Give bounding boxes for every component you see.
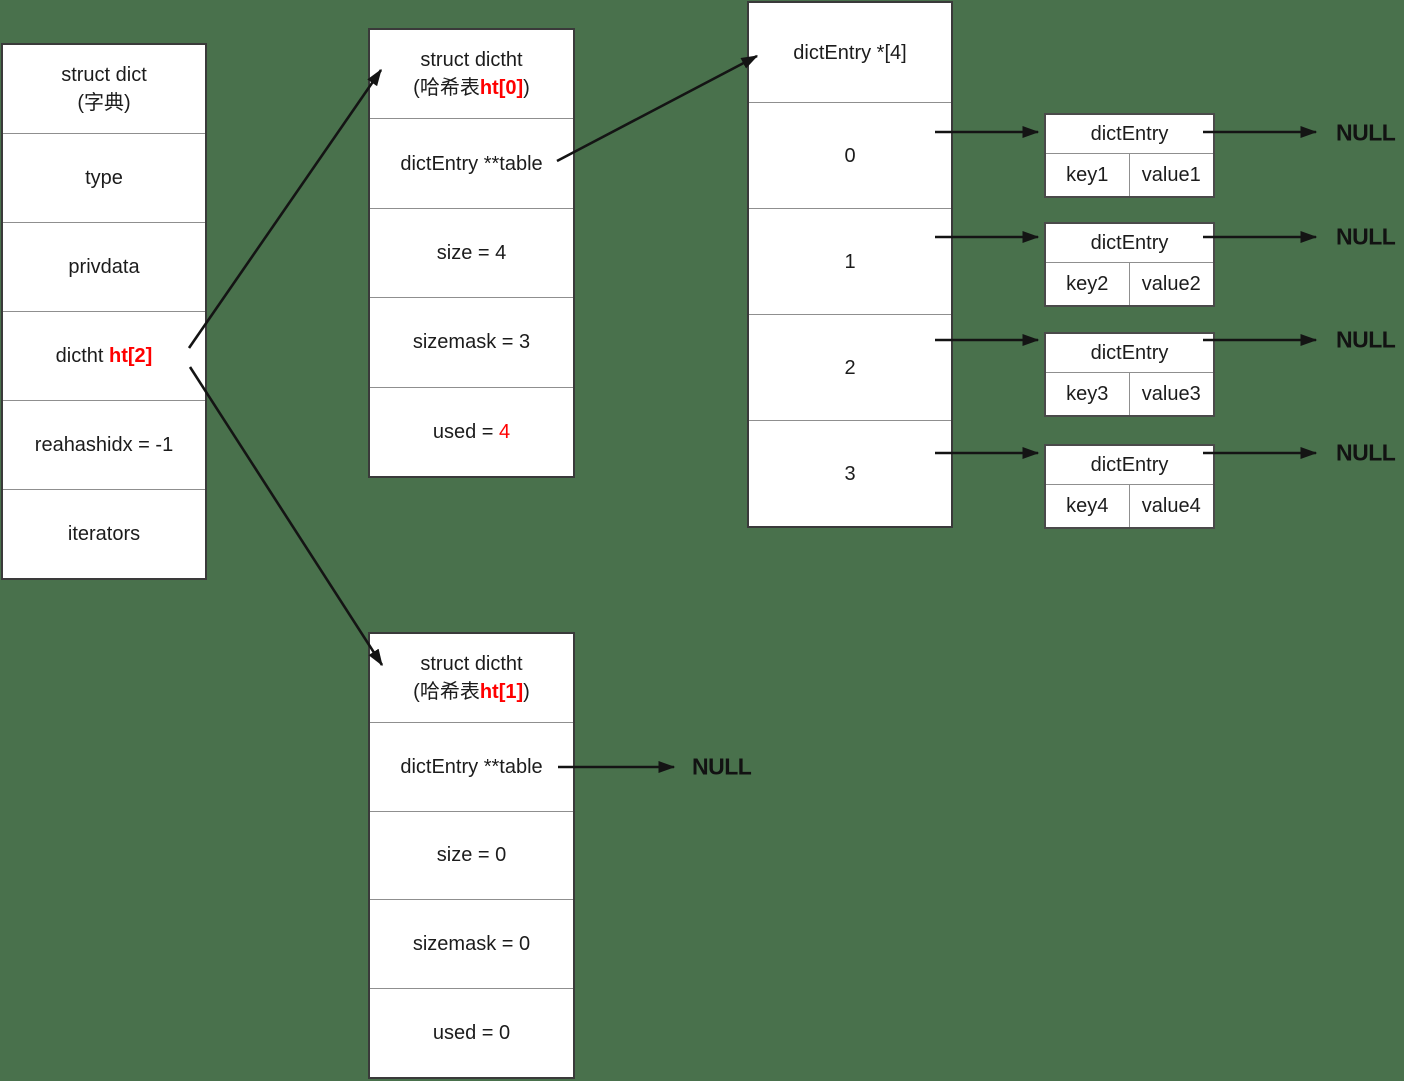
struct-dictht-ht0-box: struct dictht (哈希表ht[0]) dictEntry **tab… [368,28,575,478]
dictentry-node-1: dictEntry key1 value1 [1044,113,1215,198]
struct-dict-box: struct dict (字典) type privdata dictht ht… [1,43,207,580]
dictentry-node-2: dictEntry key2 value2 [1044,222,1215,307]
arrow-table-to-array [556,54,759,163]
dictentry-3-value: value3 [1141,382,1201,405]
ht1-row-table: dictEntry **table [370,721,573,811]
ht0-red: ht[0] [479,77,524,100]
dict-row-rehashidx: reahashidx = -1 [3,400,205,489]
array-slot-2: 2 [749,314,951,420]
dictentry-1-value: value1 [1141,163,1201,186]
ht0-used-red: 4 [499,420,511,443]
dict-row-dictht: dictht ht[2] [3,311,205,400]
array-slot-0: 0 [749,102,951,208]
ht1-title: struct dictht [420,652,523,675]
ht1-row-size: size = 0 [370,810,573,900]
dictentry-4-key: key4 [1046,485,1130,527]
null-label-entry2: NULL [1336,223,1396,250]
ht1-red: ht[1] [479,680,524,703]
ht1-subtitle: (哈希表ht[1]) [413,680,530,703]
arrow-ht2-to-ht1 [188,366,384,667]
null-label-ht1-table: NULL [692,753,752,780]
ht1-row-sizemask: sizemask = 0 [370,899,573,988]
dict-row-iterators: iterators [3,489,205,578]
dict-row-type: type [3,133,205,222]
dictentry-4-value: value4 [1141,494,1201,517]
dictentry-4-title: dictEntry [1046,446,1213,485]
ht0-row-size: size = 4 [370,207,573,297]
dictentry-3-title: dictEntry [1046,334,1213,373]
dictentry-3-key: key3 [1046,373,1130,415]
ht0-row-sizemask: sizemask = 3 [370,297,573,386]
struct-dictht-ht1-box: struct dictht (哈希表ht[1]) dictEntry **tab… [368,632,575,1079]
ht0-row-table: dictEntry **table [370,118,573,207]
dictentry-2-value: value2 [1141,272,1201,295]
ht0-title: struct dictht [420,49,523,72]
dictht-ht2-red: ht[2] [109,345,153,367]
null-label-entry1: NULL [1336,119,1396,146]
null-label-entry3: NULL [1336,326,1396,353]
dictentry-2-key: key2 [1046,263,1130,305]
ht1-row-used: used = 0 [370,988,573,1077]
dictentry-node-3: dictEntry key3 value3 [1044,332,1215,417]
ht0-title-row: struct dictht (哈希表ht[0]) [370,30,573,118]
ht0-row-used: used = 4 [370,386,573,476]
array-slot-3: 3 [749,420,951,526]
dict-row-privdata: privdata [3,222,205,311]
dictentry-array-box: dictEntry *[4] 0 1 2 3 [747,1,953,528]
dictht-label: dictht [55,345,110,367]
dictentry-1-key: key1 [1046,154,1130,196]
dict-subtitle: (字典) [77,92,131,114]
null-label-entry4: NULL [1336,439,1396,466]
dict-title: struct dict [61,64,147,86]
ht1-title-row: struct dictht (哈希表ht[1]) [370,634,573,722]
ht0-subtitle: (哈希表ht[0]) [413,77,530,100]
dictentry-2-title: dictEntry [1046,224,1213,263]
dictentry-1-title: dictEntry [1046,115,1213,154]
dict-title-row: struct dict (字典) [3,45,205,133]
dictentry-node-4: dictEntry key4 value4 [1044,444,1215,529]
array-title-row: dictEntry *[4] [793,41,907,64]
array-slot-1: 1 [749,208,951,314]
arrow-ht2-to-ht0 [187,68,383,349]
